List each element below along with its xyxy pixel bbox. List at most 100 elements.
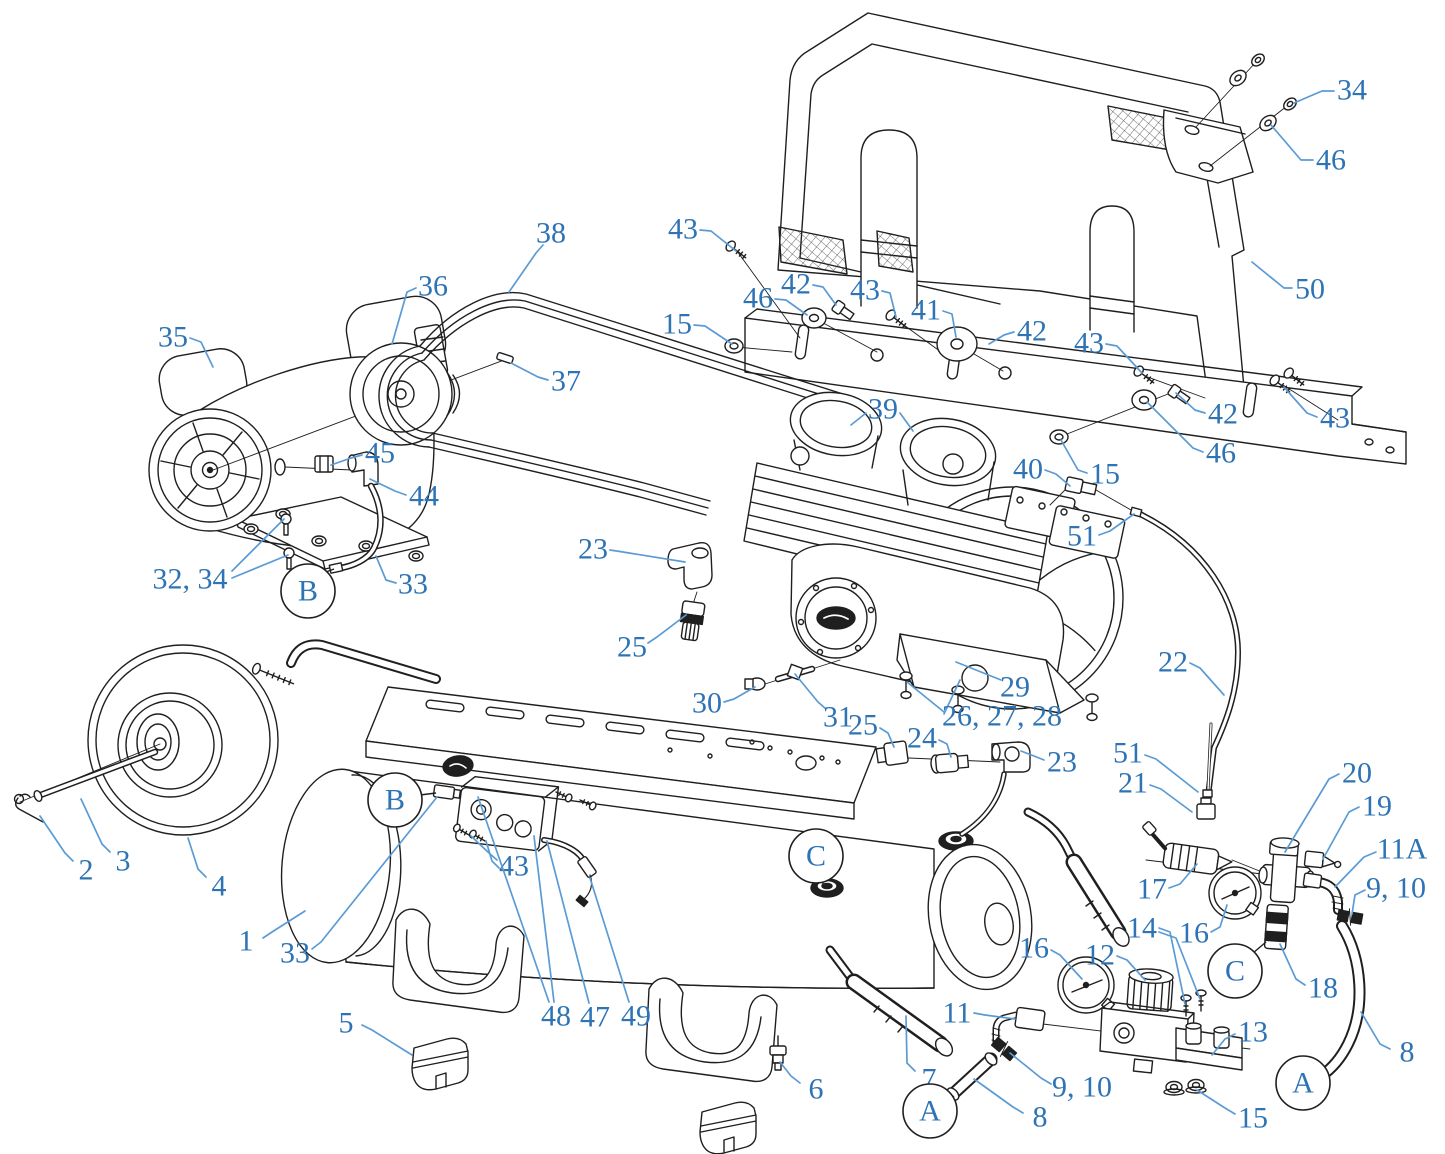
callout-33: 33	[280, 796, 438, 970]
callout-9-10: 9, 10	[1351, 872, 1426, 915]
reference-balloon-A: A	[1275, 1055, 1331, 1111]
part-number-label: 42	[781, 268, 811, 301]
part-number-label: 19	[1362, 790, 1392, 823]
callout-15: 15	[662, 308, 733, 345]
part-number-label: 16	[1019, 932, 1049, 965]
part-number-label: 43	[1320, 402, 1350, 435]
compressor-pump	[667, 391, 1132, 722]
balloon-letter: A	[1292, 1067, 1314, 1100]
part-number-label: 39	[868, 393, 898, 426]
foot-pad	[699, 1101, 757, 1154]
part-number-label: 26, 27, 28	[942, 700, 1062, 733]
air-hose-8	[946, 1052, 998, 1101]
callout-34: 34	[1293, 74, 1367, 107]
callout-43: 43	[668, 213, 737, 252]
crankcase-fittings	[744, 659, 841, 691]
callout-25: 25	[848, 709, 895, 748]
part-number-label: 34	[1337, 74, 1367, 107]
washer	[801, 307, 827, 329]
part-number-label: 43	[668, 213, 698, 246]
balloon-circle	[1275, 1055, 1331, 1111]
callout-48: 48	[477, 796, 571, 1033]
callout-49: 49	[589, 877, 651, 1033]
callout-42: 42	[988, 315, 1047, 348]
elbow-fitting-11	[991, 1006, 1046, 1046]
tank-fitting-row	[875, 740, 1031, 837]
part-number-label: 46	[1206, 437, 1236, 470]
part-number-label: 45	[365, 437, 395, 470]
part-number-label: 51	[1113, 737, 1143, 770]
part-number-label: 9, 10	[1366, 872, 1426, 905]
elbow-fitting-23	[667, 542, 713, 590]
callout-22: 22	[1158, 646, 1225, 696]
callout-51: 51	[1113, 737, 1199, 793]
unloader-tube-33	[328, 482, 384, 574]
part-number-label: 16	[1179, 917, 1209, 950]
callout-8: 8	[1360, 1011, 1415, 1069]
part-number-label: 18	[1308, 972, 1338, 1005]
safety-valve-19	[1303, 850, 1342, 869]
switch-screw	[468, 829, 486, 842]
callout-15: 15	[1060, 439, 1120, 491]
part-number-label: 4	[212, 870, 227, 903]
callout-6: 6	[779, 1061, 824, 1106]
part-number-label: 37	[551, 365, 581, 398]
tank-platform	[365, 686, 877, 820]
part-number-label: 17	[1137, 873, 1167, 906]
part-number-label: 44	[409, 480, 439, 513]
part-number-label: 15	[1090, 458, 1120, 491]
callout-16: 16	[1019, 932, 1083, 980]
part-number-label: 8	[1400, 1036, 1415, 1069]
part-number-label: 41	[911, 294, 941, 327]
callout-42: 42	[1175, 392, 1238, 431]
washer-plate	[936, 326, 978, 362]
pressure-gauge-16	[1057, 956, 1116, 1014]
part-number-label: 20	[1342, 757, 1372, 790]
check-valve-fitting	[432, 784, 462, 800]
callout-2: 2	[39, 815, 94, 887]
lower-handle-grip	[825, 945, 954, 1057]
clamp-bracket-13	[1175, 1022, 1243, 1071]
callout-3: 3	[80, 798, 131, 878]
part-number-label: 9, 10	[1052, 1071, 1112, 1104]
balloon-circle	[1207, 943, 1263, 999]
switch-screw	[579, 799, 597, 811]
callout-11A: 11A	[1334, 833, 1428, 888]
callout-23: 23	[1020, 746, 1077, 779]
part-number-label: 47	[580, 1001, 610, 1034]
part-number-label: 25	[617, 631, 647, 664]
part-number-label: 22	[1158, 646, 1188, 679]
plug-fitting-25	[875, 740, 909, 766]
callout-31: 31	[794, 673, 853, 734]
regulator-manifold-cluster	[946, 722, 1366, 1101]
elbow-fitting-23	[991, 741, 1031, 773]
callout-11: 11	[943, 997, 1016, 1030]
callout-23: 23	[578, 533, 686, 566]
callout-43: 43	[1074, 327, 1143, 374]
part-number-label: 24	[907, 722, 937, 755]
air-filter	[789, 391, 883, 471]
part-number-label: 11A	[1377, 833, 1428, 866]
part-number-label: 43	[499, 850, 529, 883]
part-number-label: 13	[1238, 1016, 1268, 1049]
callout-37: 37	[510, 362, 581, 398]
tank-nipple-18	[1263, 903, 1289, 951]
callout-35: 35	[158, 321, 214, 368]
part-number-label: 1	[239, 925, 254, 958]
pressure-switch	[452, 775, 597, 908]
callout-17: 17	[1137, 863, 1198, 906]
balloon-letter: B	[385, 784, 405, 817]
drain-valve	[769, 1035, 787, 1071]
callout-15: 15	[1196, 1089, 1268, 1135]
tank-logo	[442, 755, 474, 777]
elbow-fitting-44	[347, 451, 379, 487]
part-number-label: 38	[536, 217, 566, 250]
reference-balloon-B: B	[280, 563, 336, 619]
part-number-label: 32, 34	[153, 563, 228, 596]
part-number-label: 8	[1033, 1101, 1048, 1134]
part-number-label: 30	[692, 687, 722, 720]
part-number-label: 6	[809, 1073, 824, 1106]
part-number-label: 21	[1118, 767, 1148, 800]
part-number-label: 35	[158, 321, 188, 354]
